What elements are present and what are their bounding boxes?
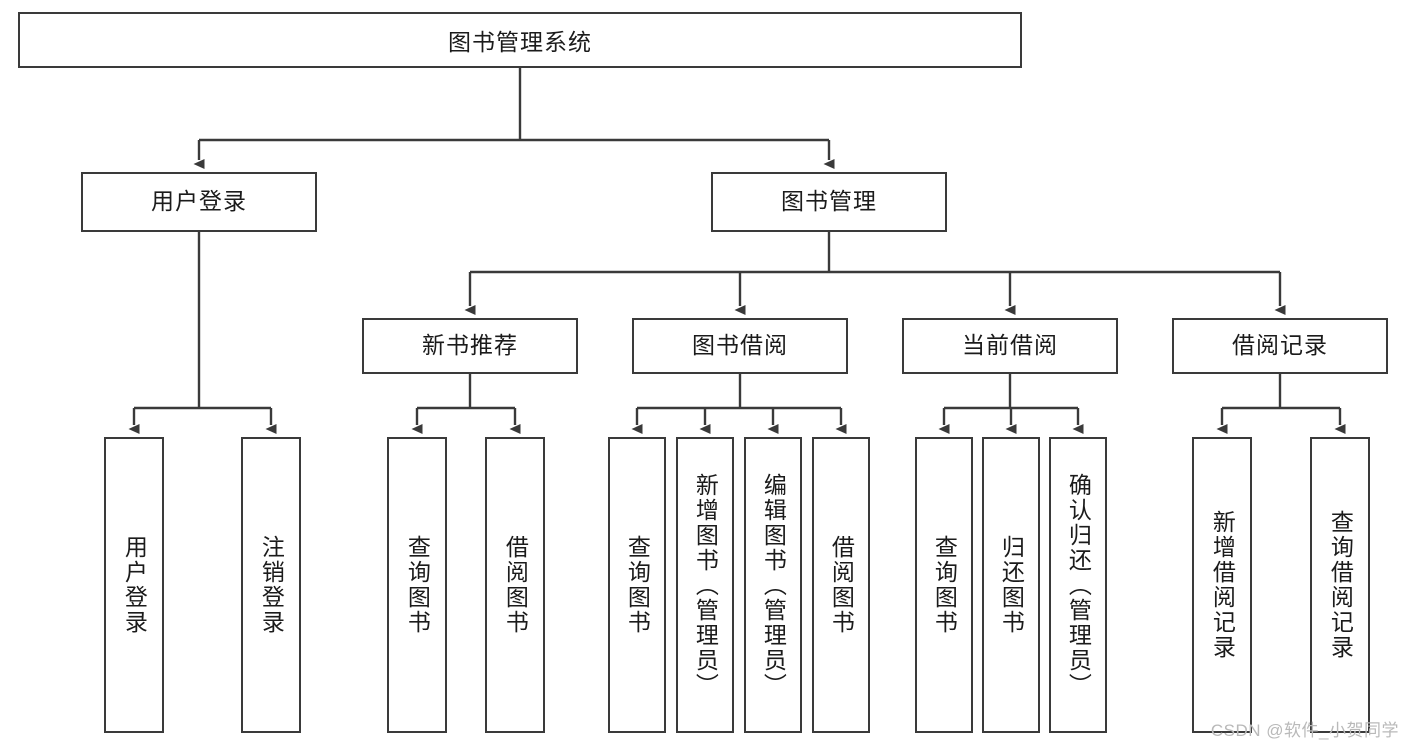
node-leaf-add-record[interactable]: 新增借阅记录	[1192, 437, 1252, 733]
node-label: 编辑图书（管理员）	[760, 472, 787, 698]
node-label: 新书推荐	[422, 332, 518, 359]
node-label: 用户登录	[151, 188, 247, 215]
node-label: 当前借阅	[962, 332, 1058, 359]
node-label: 查询借阅记录	[1327, 510, 1354, 660]
node-label: 图书借阅	[692, 332, 788, 359]
node-leaf-add-book[interactable]: 新增图书（管理员）	[676, 437, 734, 733]
node-leaf-query-book-3[interactable]: 查询图书	[915, 437, 973, 733]
node-leaf-borrow-book-2[interactable]: 借阅图书	[812, 437, 870, 733]
node-leaf-borrow-book-1[interactable]: 借阅图书	[485, 437, 545, 733]
node-label: 新增借阅记录	[1209, 510, 1236, 660]
node-label: 图书管理系统	[448, 29, 592, 55]
node-leaf-query-book-1[interactable]: 查询图书	[387, 437, 447, 733]
node-label: 查询图书	[624, 535, 651, 635]
node-root[interactable]: 图书管理系统	[18, 12, 1022, 68]
node-label: 归还图书	[998, 535, 1025, 635]
node-leaf-user-login[interactable]: 用户登录	[104, 437, 164, 733]
node-book-borrow[interactable]: 图书借阅	[632, 318, 848, 374]
node-label: 确认归还（管理员）	[1065, 472, 1092, 698]
node-book-manage[interactable]: 图书管理	[711, 172, 947, 232]
node-leaf-confirm-return[interactable]: 确认归还（管理员）	[1049, 437, 1107, 733]
node-label: 查询图书	[931, 535, 958, 635]
node-label: 查询图书	[404, 535, 431, 635]
node-new-book-recommend[interactable]: 新书推荐	[362, 318, 578, 374]
watermark: CSDN @软件_小贺同学	[1210, 721, 1399, 740]
node-label: 借阅记录	[1232, 332, 1328, 359]
node-label: 用户登录	[121, 535, 148, 635]
node-user-login[interactable]: 用户登录	[81, 172, 317, 232]
node-leaf-logout[interactable]: 注销登录	[241, 437, 301, 733]
node-label: 新增图书（管理员）	[692, 472, 719, 698]
node-label: 借阅图书	[502, 535, 529, 635]
node-leaf-query-book-2[interactable]: 查询图书	[608, 437, 666, 733]
node-leaf-return-book[interactable]: 归还图书	[982, 437, 1040, 733]
node-leaf-query-record[interactable]: 查询借阅记录	[1310, 437, 1370, 733]
node-label: 借阅图书	[828, 535, 855, 635]
node-label: 注销登录	[258, 535, 285, 635]
node-current-borrow[interactable]: 当前借阅	[902, 318, 1118, 374]
node-label: 图书管理	[781, 188, 877, 215]
node-borrow-record[interactable]: 借阅记录	[1172, 318, 1388, 374]
node-leaf-edit-book[interactable]: 编辑图书（管理员）	[744, 437, 802, 733]
